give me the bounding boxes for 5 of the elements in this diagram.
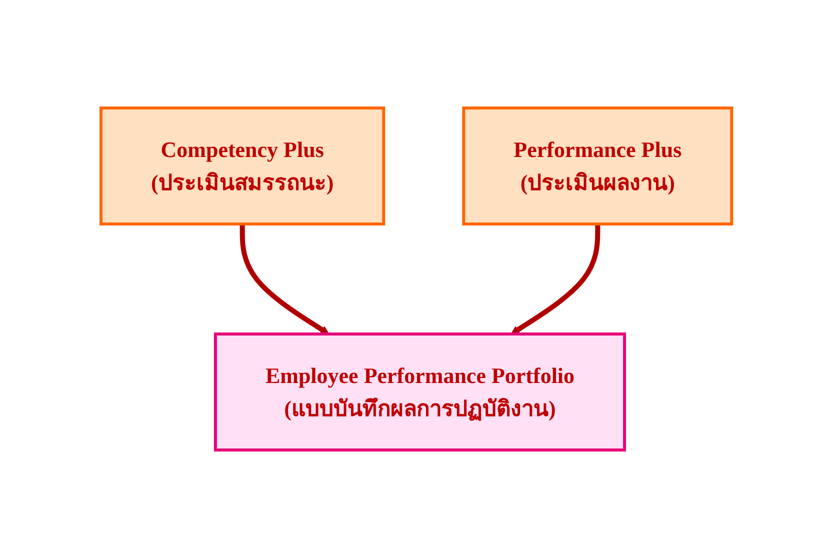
- arrow: [240, 224, 329, 334]
- node-box: Employee Performance Portfolio (แบบบันทึกผลการปฏบัติงาน): [214, 332, 626, 452]
- node-box: Performance Plus (ประเมินผลงาน): [462, 106, 733, 226]
- node-box: Competency Plus (ประเมินสมรรถนะ): [99, 106, 385, 226]
- arrow: [510, 224, 600, 334]
